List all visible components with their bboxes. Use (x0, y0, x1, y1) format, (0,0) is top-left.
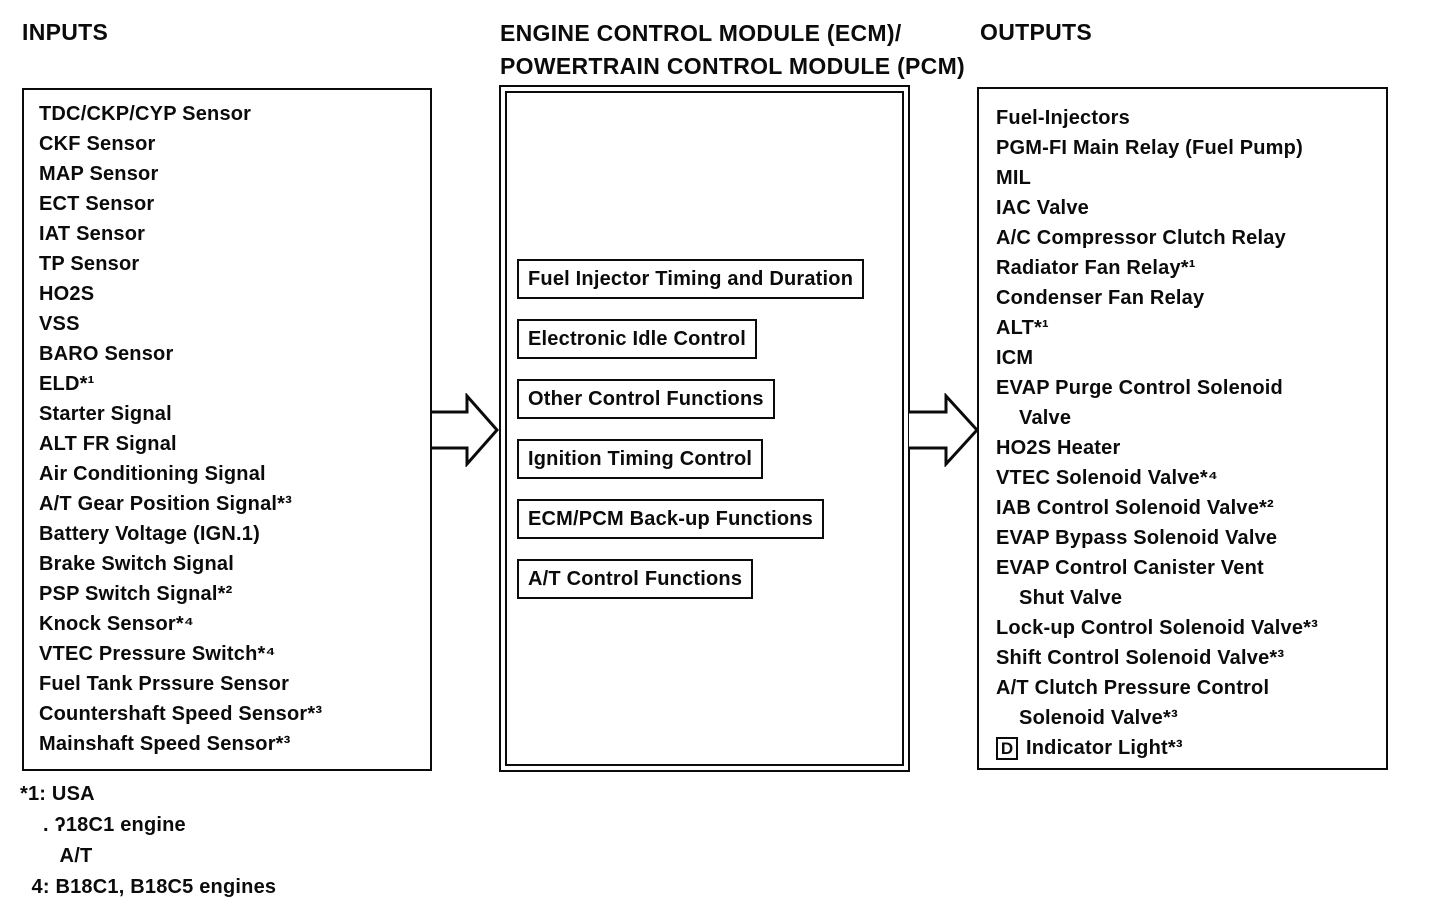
output-line: Fuel-Injectors (996, 107, 1130, 129)
input-item: ECT Sensor (39, 193, 155, 215)
output-line: Shut Valve (996, 587, 1123, 609)
footnote-line: A/T (20, 845, 93, 867)
ecm-panel-inner: Fuel Injector Timing and Duration Electr… (505, 91, 904, 766)
output-line: ALT*¹ (996, 317, 1049, 339)
output-line: Valve (996, 407, 1072, 429)
output-line: HO2S Heater (996, 437, 1121, 459)
input-item: Air Conditioning Signal (39, 463, 266, 485)
ecm-function-box: Fuel Injector Timing and Duration (517, 259, 865, 299)
footnotes: *1: USA . ʔ18C1 engine A/T 4: B18C1, B18… (20, 779, 276, 903)
output-line: Condenser Fan Relay (996, 287, 1205, 309)
ecm-heading: ENGINE CONTROL MODULE (ECM)/ POWERTRAIN … (500, 20, 966, 79)
output-line: ICM (996, 347, 1034, 369)
footnote-line: *1: USA (20, 783, 95, 805)
input-item: Starter Signal (39, 403, 172, 425)
output-line: EVAP Purge Control Solenoid (996, 377, 1283, 399)
input-item: IAT Sensor (39, 223, 146, 245)
d-indicator-item: D Indicator Light*³ (996, 733, 1382, 763)
input-item: BARO Sensor (39, 343, 174, 365)
output-line: IAB Control Solenoid Valve*² (996, 497, 1274, 519)
output-line: Shift Control Solenoid Valve*³ (996, 647, 1285, 669)
output-line: Solenoid Valve*³ (996, 707, 1178, 729)
outputs-list: Fuel-Injectors PGM-FI Main Relay (Fuel P… (996, 103, 1382, 733)
output-line: EVAP Bypass Solenoid Valve (996, 527, 1278, 549)
ecm-function-box: Ignition Timing Control (517, 439, 764, 479)
output-line: Radiator Fan Relay*¹ (996, 257, 1196, 279)
output-line: Lock-up Control Solenoid Valve*³ (996, 617, 1318, 639)
ecm-function-box: ECM/PCM Back-up Functions (517, 499, 825, 539)
input-item: TP Sensor (39, 253, 140, 275)
ecm-function-box: Electronic Idle Control (517, 319, 757, 359)
input-item: TDC/CKP/CYP Sensor (39, 103, 252, 125)
input-item: Battery Voltage (IGN.1) (39, 523, 260, 545)
output-line: IAC Valve (996, 197, 1089, 219)
ecm-function-box: A/T Control Functions (517, 559, 754, 599)
input-item: PSP Switch Signal*² (39, 583, 233, 605)
input-item: A/T Gear Position Signal*³ (39, 493, 293, 515)
footnote-line: 4: B18C1, B18C5 engines (20, 876, 277, 898)
input-item: VSS (39, 313, 80, 335)
arrow-ecm-to-outputs-icon (909, 393, 979, 467)
input-item: HO2S (39, 283, 95, 305)
input-item: MAP Sensor (39, 163, 159, 185)
outputs-panel: Fuel-Injectors PGM-FI Main Relay (Fuel P… (977, 87, 1388, 770)
input-item: Brake Switch Signal (39, 553, 234, 575)
inputs-heading: INPUTS (22, 19, 109, 45)
output-line: EVAP Control Canister Vent (996, 557, 1264, 579)
input-item: ELD*¹ (39, 373, 95, 395)
footnote-line: . ʔ18C1 engine (20, 814, 186, 836)
input-item: Fuel Tank Prssure Sensor (39, 673, 290, 695)
output-line: VTEC Solenoid Valve*⁴ (996, 467, 1218, 489)
d-position-badge: D (996, 736, 1018, 760)
input-item: Countershaft Speed Sensor*³ (39, 703, 323, 725)
output-line: A/C Compressor Clutch Relay (996, 227, 1286, 249)
output-line: A/T Clutch Pressure Control (996, 677, 1270, 699)
input-item: Knock Sensor*⁴ (39, 613, 194, 635)
input-item: ALT FR Signal (39, 433, 177, 455)
inputs-panel: TDC/CKP/CYP Sensor CKF Sensor MAP Sensor… (22, 88, 432, 771)
outputs-heading: OUTPUTS (980, 19, 1092, 45)
ecm-panel-outer: Fuel Injector Timing and Duration Electr… (499, 85, 910, 772)
input-item: Mainshaft Speed Sensor*³ (39, 733, 291, 755)
input-item: VTEC Pressure Switch*⁴ (39, 643, 276, 665)
output-line: MIL (996, 167, 1032, 189)
arrow-inputs-to-ecm-icon (432, 393, 499, 467)
input-item: CKF Sensor (39, 133, 156, 155)
d-indicator-label: Indicator Light*³ (1026, 736, 1183, 759)
ecm-function-box: Other Control Functions (517, 379, 775, 419)
output-line: PGM-FI Main Relay (Fuel Pump) (996, 137, 1303, 159)
